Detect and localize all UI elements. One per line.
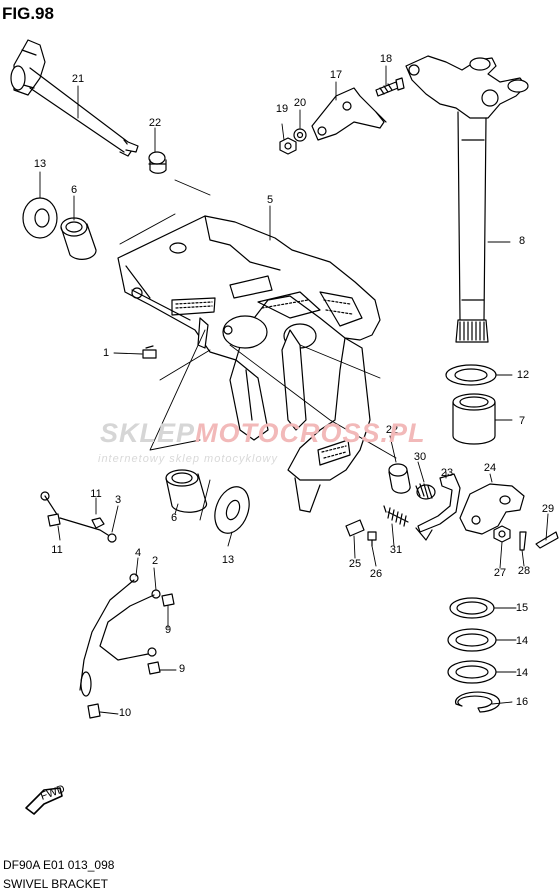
callout-6: 6 <box>71 184 77 196</box>
swivel-bracket-part <box>117 215 381 513</box>
callout-29: 29 <box>542 503 554 515</box>
callout-31: 31 <box>390 544 402 556</box>
callout-24: 24 <box>484 462 496 474</box>
bushing-22-lower-part <box>388 463 411 494</box>
washer-12-part <box>445 364 497 386</box>
callout-12: 12 <box>517 369 529 381</box>
bolt-11-upper-part <box>91 517 105 529</box>
assembly-lines <box>119 179 397 521</box>
nut-27-part <box>493 525 511 543</box>
bolt-18-part <box>375 77 405 97</box>
leader-lines <box>39 65 549 715</box>
callout-17: 17 <box>330 69 342 81</box>
callout-27: 27 <box>494 567 506 579</box>
callout-15: 15 <box>516 602 528 614</box>
clip-29-part <box>535 531 559 549</box>
callout-13: 13 <box>222 554 234 566</box>
callout-14: 14 <box>516 667 528 679</box>
callout-11: 11 <box>51 544 62 556</box>
pivot-bolt-part <box>10 39 139 157</box>
callout-7: 7 <box>519 415 525 427</box>
bushing-6-top-part <box>60 217 97 260</box>
callout-1: 1 <box>103 347 109 359</box>
watermark-brand-part1: SKLEP <box>100 418 196 448</box>
callout-11: 11 <box>90 488 101 500</box>
bushing-top-part <box>148 151 167 174</box>
stopper-25-part <box>459 483 525 535</box>
callout-13: 13 <box>34 158 46 170</box>
callout-25: 25 <box>349 558 361 570</box>
callout-20: 20 <box>294 97 306 109</box>
callout-19: 19 <box>276 103 288 115</box>
bracket-17-part <box>311 87 387 141</box>
callout-23: 23 <box>441 467 453 479</box>
figure-code: DF90A E01 013_098 <box>3 858 115 872</box>
watermark-brand: SKLEPMOTOCROSS.PL <box>100 418 426 449</box>
washer-15-part <box>449 597 495 619</box>
bushing-6-lower-part <box>165 469 208 513</box>
spring-30-part <box>415 483 436 500</box>
washer-14-lower-part <box>447 660 497 684</box>
nut-19-part <box>279 137 297 155</box>
plate-24-part <box>345 519 365 537</box>
ground-wire-2-part <box>99 589 161 661</box>
circlip-16-part <box>454 691 501 713</box>
figure-name: SWIVEL BRACKET <box>3 877 108 891</box>
callout-8: 8 <box>519 235 525 247</box>
callout-3: 3 <box>115 494 121 506</box>
screw-26-part <box>367 531 377 547</box>
grease-nipple-part <box>142 345 157 359</box>
callout-9: 9 <box>165 624 171 636</box>
figure-title: FIG.98 <box>2 4 54 23</box>
ground-wire-4-part <box>79 573 139 697</box>
fwd-arrow-icon: FWD <box>25 783 67 815</box>
bolt-9-upper-part <box>161 593 175 607</box>
callout-5: 5 <box>267 194 273 206</box>
pin-28-part <box>519 531 527 551</box>
bolt-9-lower-part <box>147 661 161 675</box>
callout-14: 14 <box>516 635 528 647</box>
washer-20-part <box>293 128 307 142</box>
spring-31-part <box>383 505 409 527</box>
watermark-brand-part2: MOTOCROSS.PL <box>195 418 426 448</box>
callout-16: 16 <box>516 696 528 708</box>
lever-23-part <box>415 473 461 541</box>
washer-14-upper-part <box>447 628 497 652</box>
steering-shaft-part <box>405 55 529 343</box>
callout-22: 22 <box>149 117 161 129</box>
callout-18: 18 <box>380 53 392 65</box>
callout-26: 26 <box>370 568 382 580</box>
bushing-7-part <box>452 393 496 445</box>
watermark-tagline: internetowy sklep motocyklowy <box>98 453 279 465</box>
callout-30: 30 <box>414 451 426 463</box>
callout-4: 4 <box>135 547 141 559</box>
callout-2: 2 <box>152 555 158 567</box>
callout-28: 28 <box>518 565 530 577</box>
bolt-11-lower-part <box>47 513 61 527</box>
callout-9: 9 <box>179 663 185 675</box>
washer-13-top-part <box>22 197 58 239</box>
callout-10: 10 <box>119 707 131 719</box>
callout-22: 22 <box>386 424 398 436</box>
callout-6: 6 <box>171 512 177 524</box>
ground-wire-3-part <box>40 491 117 543</box>
washer-13-lower-part <box>214 486 250 534</box>
bolt-10-part <box>87 703 101 719</box>
callout-21: 21 <box>72 73 84 85</box>
